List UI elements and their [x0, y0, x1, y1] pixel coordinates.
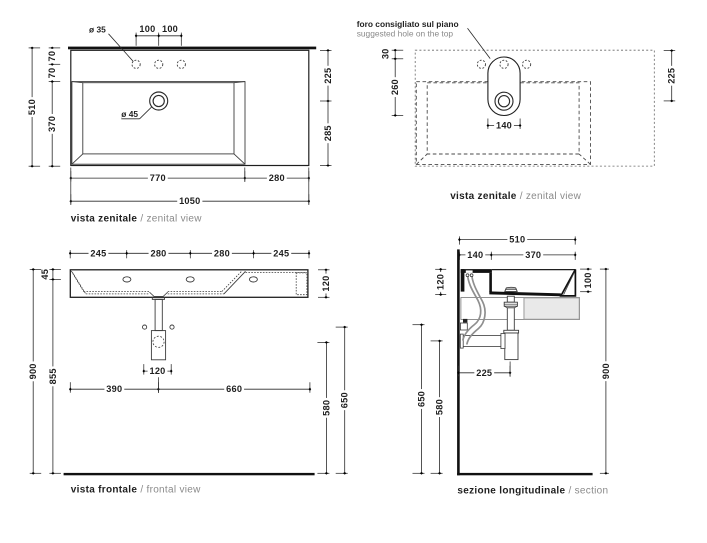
svg-text:45: 45 — [40, 269, 50, 280]
svg-text:900: 900 — [28, 363, 38, 379]
svg-text:280: 280 — [150, 248, 166, 258]
svg-text:100: 100 — [583, 272, 593, 288]
svg-text:855: 855 — [48, 368, 58, 384]
svg-text:770: 770 — [150, 173, 166, 183]
svg-text:280: 280 — [214, 248, 230, 258]
svg-text:510: 510 — [27, 99, 37, 115]
svg-text:260: 260 — [390, 79, 400, 95]
svg-text:vista zenitale / zenital view: vista zenitale / zenital view — [71, 213, 202, 224]
svg-text:foro consigliato sul piano: foro consigliato sul piano — [357, 19, 459, 29]
svg-text:225: 225 — [323, 68, 333, 84]
svg-text:245: 245 — [273, 248, 289, 258]
svg-text:390: 390 — [106, 384, 122, 394]
svg-text:370: 370 — [47, 116, 57, 132]
svg-text:ø 35: ø 35 — [89, 24, 106, 34]
svg-text:70: 70 — [47, 68, 57, 79]
svg-text:vista zenitale / zenital view: vista zenitale / zenital view — [450, 191, 581, 202]
svg-text:1050: 1050 — [179, 196, 200, 206]
svg-text:120: 120 — [436, 274, 446, 290]
svg-text:580: 580 — [435, 399, 445, 415]
svg-text:sezione longitudinale / sectio: sezione longitudinale / section — [457, 486, 608, 497]
svg-text:100: 100 — [162, 24, 178, 34]
svg-text:225: 225 — [667, 68, 677, 84]
svg-text:280: 280 — [269, 173, 285, 183]
svg-text:245: 245 — [90, 248, 106, 258]
svg-text:660: 660 — [226, 384, 242, 394]
svg-text:120: 120 — [321, 276, 331, 292]
svg-text:510: 510 — [509, 235, 525, 245]
svg-text:650: 650 — [417, 391, 427, 407]
svg-text:225: 225 — [476, 368, 492, 378]
svg-text:140: 140 — [496, 121, 512, 131]
svg-text:70: 70 — [47, 51, 57, 62]
svg-text:30: 30 — [381, 48, 391, 59]
svg-text:285: 285 — [323, 125, 333, 141]
svg-text:140: 140 — [467, 250, 483, 260]
svg-text:suggested hole on the top: suggested hole on the top — [357, 29, 454, 39]
svg-text:vista frontale / frontal view: vista frontale / frontal view — [71, 484, 201, 495]
svg-text:370: 370 — [525, 250, 541, 260]
svg-text:900: 900 — [601, 363, 611, 379]
svg-text:ø 45: ø 45 — [121, 109, 138, 119]
svg-text:120: 120 — [149, 366, 165, 376]
svg-text:100: 100 — [139, 24, 155, 34]
svg-text:650: 650 — [340, 392, 350, 408]
svg-text:580: 580 — [321, 400, 331, 416]
